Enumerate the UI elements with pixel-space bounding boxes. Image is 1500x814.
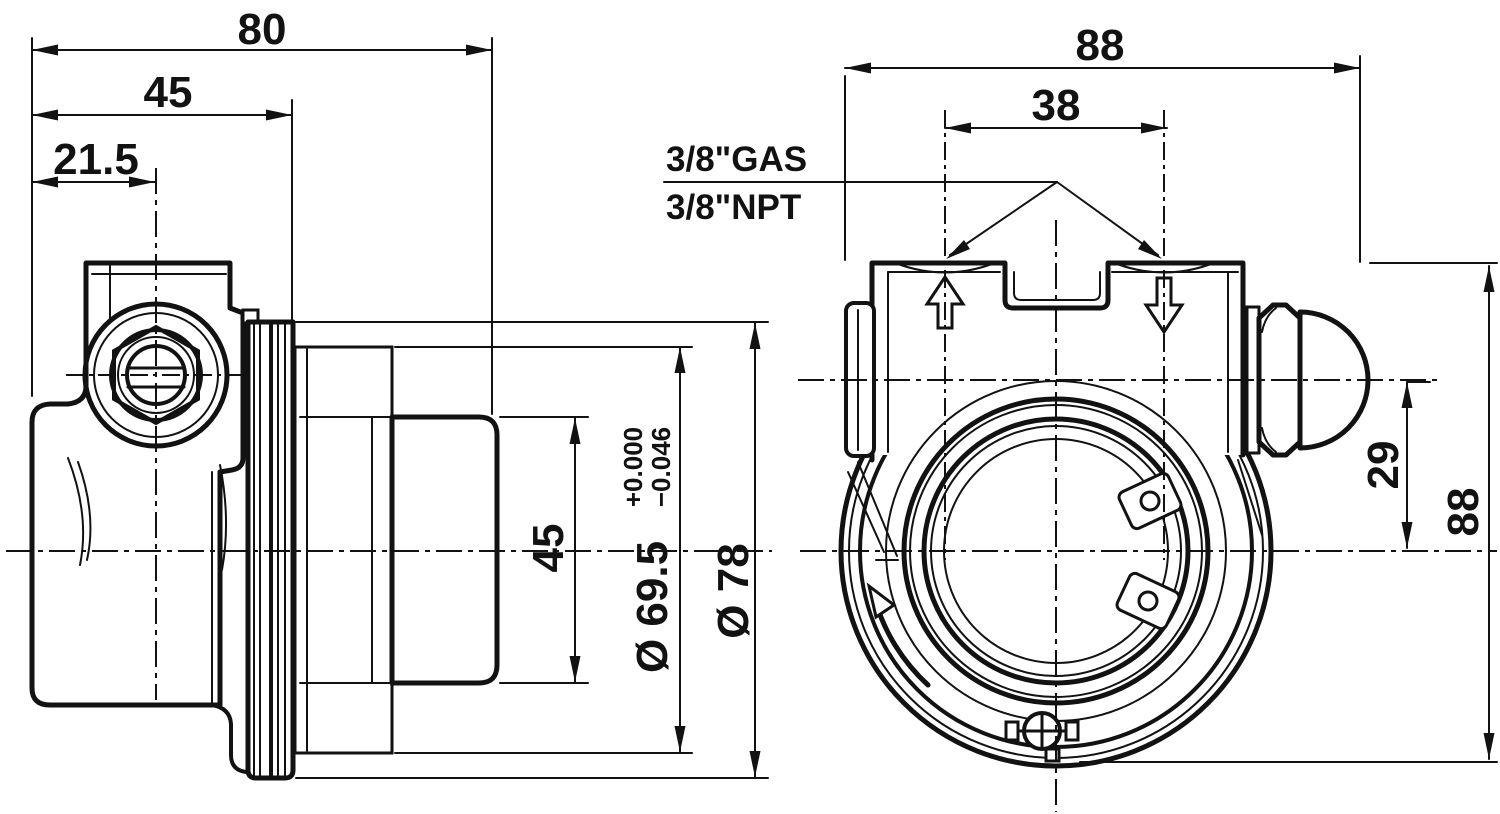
dim-pilot-diameter-group: Ø 69.5 +0.000 −0.046 xyxy=(618,427,677,673)
arrowhead xyxy=(32,176,58,188)
arrowhead xyxy=(1401,382,1413,408)
arrowhead xyxy=(569,418,581,444)
snap-ring-inner xyxy=(930,425,1182,677)
dim-overall-height-group: 88 xyxy=(1439,488,1488,537)
arrowhead xyxy=(1141,122,1167,134)
dim-pilot-diameter-label: Ø 69.5 xyxy=(628,541,677,673)
dim-overall-height-label: 88 xyxy=(1439,488,1488,537)
web-line xyxy=(857,461,898,557)
arrowhead xyxy=(1401,522,1413,548)
arrowhead xyxy=(845,62,871,74)
port-thread-npt-label: 3/8"NPT xyxy=(666,188,801,227)
dim-pilot-tol-upper-label: +0.000 xyxy=(618,427,648,507)
dim-spigot-diameter-label: 45 xyxy=(524,524,573,573)
dim-port-center-offset-label: 29 xyxy=(1359,441,1408,490)
port-thread-leader xyxy=(663,181,1162,259)
arrowhead xyxy=(1483,733,1495,759)
arrowhead xyxy=(749,751,761,777)
port-thread-gas-label: 3/8"GAS xyxy=(666,140,807,179)
rotation-arrow-icon xyxy=(866,582,931,688)
arrowhead xyxy=(32,44,58,56)
arrowhead xyxy=(466,44,492,56)
web-line xyxy=(1237,459,1263,536)
front-view xyxy=(838,260,1371,769)
dim-port-offset-label: 21.5 xyxy=(53,135,139,184)
arrowhead xyxy=(129,176,155,188)
dim-flange-diameter-label: Ø 78 xyxy=(709,543,758,638)
lug-hole xyxy=(1137,590,1159,612)
arrowhead xyxy=(32,109,58,121)
lug-hole xyxy=(1139,490,1161,512)
dim-overall-width-label: 88 xyxy=(1076,21,1125,70)
casting-curve xyxy=(219,464,228,571)
casting-curve xyxy=(77,461,92,561)
arrowhead xyxy=(1483,266,1495,292)
snap-ring-lug xyxy=(1117,471,1183,531)
arrowhead xyxy=(945,122,971,134)
arrowhead xyxy=(1334,62,1360,74)
dim-overall-length-label: 80 xyxy=(238,5,287,54)
arrowhead xyxy=(674,726,686,752)
snap-ring-lug xyxy=(1115,571,1181,631)
body-lower-step xyxy=(210,703,248,774)
arrowhead xyxy=(749,323,761,349)
web-line xyxy=(847,471,885,553)
hex-chamfer-arc xyxy=(1261,427,1277,453)
dimensions: 80 45 21.5 88 38 3/8"GAS 3/8"NPT 45 Ø 69… xyxy=(31,5,1498,779)
casting-curve xyxy=(67,457,85,566)
arrowhead xyxy=(674,347,686,373)
arrowhead xyxy=(266,109,292,121)
dim-port-center-offset-group: 29 xyxy=(1359,441,1408,490)
dim-spigot-diameter-group: 45 xyxy=(524,524,573,573)
dim-flange-diameter-group: Ø 78 xyxy=(709,543,758,638)
dim-pilot-tol-lower-label: −0.046 xyxy=(646,427,676,507)
arrowhead xyxy=(569,656,581,682)
side-view xyxy=(29,260,500,781)
hex-chamfer-arc xyxy=(1261,307,1277,333)
centerlines xyxy=(6,110,1497,812)
dim-port-spacing-label: 38 xyxy=(1032,81,1081,130)
dim-flange-distance-label: 45 xyxy=(144,68,193,117)
